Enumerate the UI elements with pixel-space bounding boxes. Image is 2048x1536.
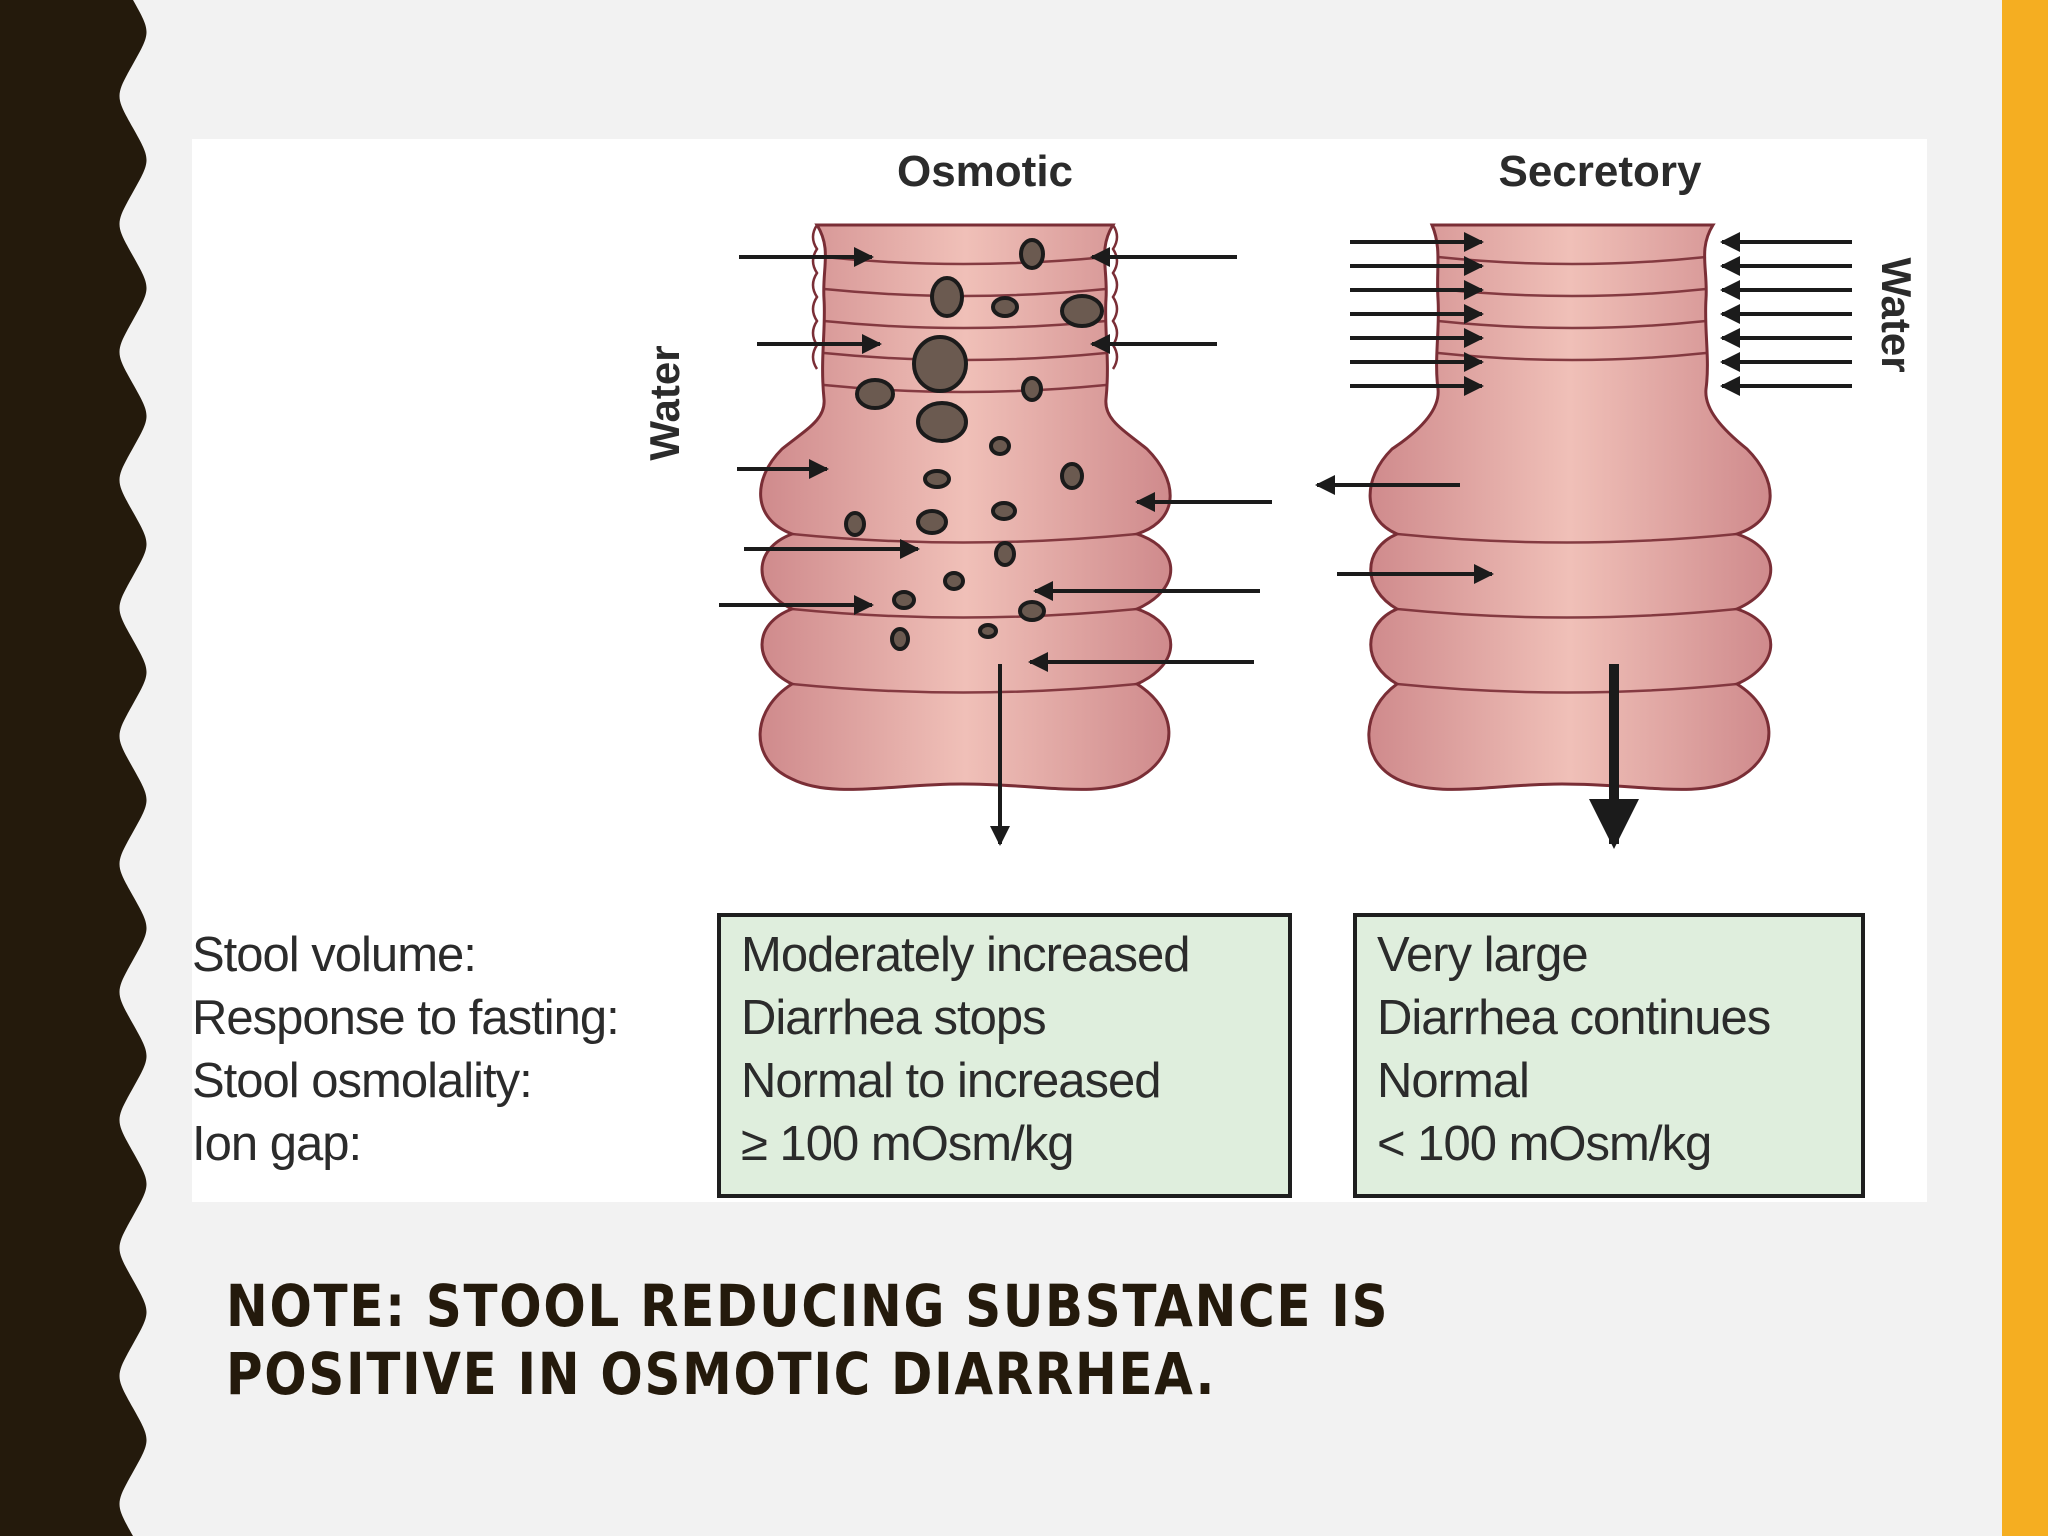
osmotic-title: Osmotic [897, 147, 1073, 196]
water-label-left: Water [641, 345, 688, 460]
label-stool-osmolality: Stool osmolality: [192, 1054, 533, 1108]
row-labels: Stool volume: Response to fasting: Stool… [192, 924, 712, 1176]
label-response-to-fasting: Response to fasting: [192, 991, 620, 1045]
osmotic-arrows [719, 247, 1272, 846]
osmotic-values-box: Moderately increased Diarrhea stops Norm… [717, 913, 1292, 1198]
secretory-ion-gap: < 100 mOsm/kg [1377, 1117, 1712, 1171]
secretory-arrows [1315, 232, 1852, 584]
osmotic-intestine [758, 223, 1173, 791]
osmotic-fasting-response: Diarrhea stops [741, 991, 1047, 1045]
osmotic-stool-volume: Moderately increased [741, 928, 1190, 982]
secretory-values-box: Very large Diarrhea continues Normal < 1… [1353, 913, 1865, 1198]
osmotic-particles [844, 238, 1104, 651]
osmotic-ion-gap: ≥ 100 mOsm/kg [741, 1117, 1075, 1171]
secretory-stool-osmolality: Normal [1377, 1054, 1530, 1108]
accent-bar [2002, 0, 2048, 1536]
secretory-title: Secretory [1498, 147, 1702, 196]
secretory-fasting-response: Diarrhea continues [1377, 991, 1771, 1045]
label-ion-gap: Ion gap: [192, 1117, 362, 1171]
note-text: NOTE: STOOL REDUCING SUBSTANCE IS POSITI… [226, 1272, 1390, 1408]
secretory-stool-volume: Very large [1377, 928, 1589, 982]
wavy-border-shape [0, 0, 147, 1536]
wavy-border-decoration [0, 0, 147, 1536]
secretory-intestine [1367, 223, 1773, 791]
diagram-figure: Osmotic Secretory Water Water Stool volu… [192, 139, 1927, 1202]
water-label-right: Water [1873, 257, 1920, 372]
osmotic-stool-osmolality: Normal to increased [741, 1054, 1161, 1108]
label-stool-volume: Stool volume: [192, 928, 477, 982]
